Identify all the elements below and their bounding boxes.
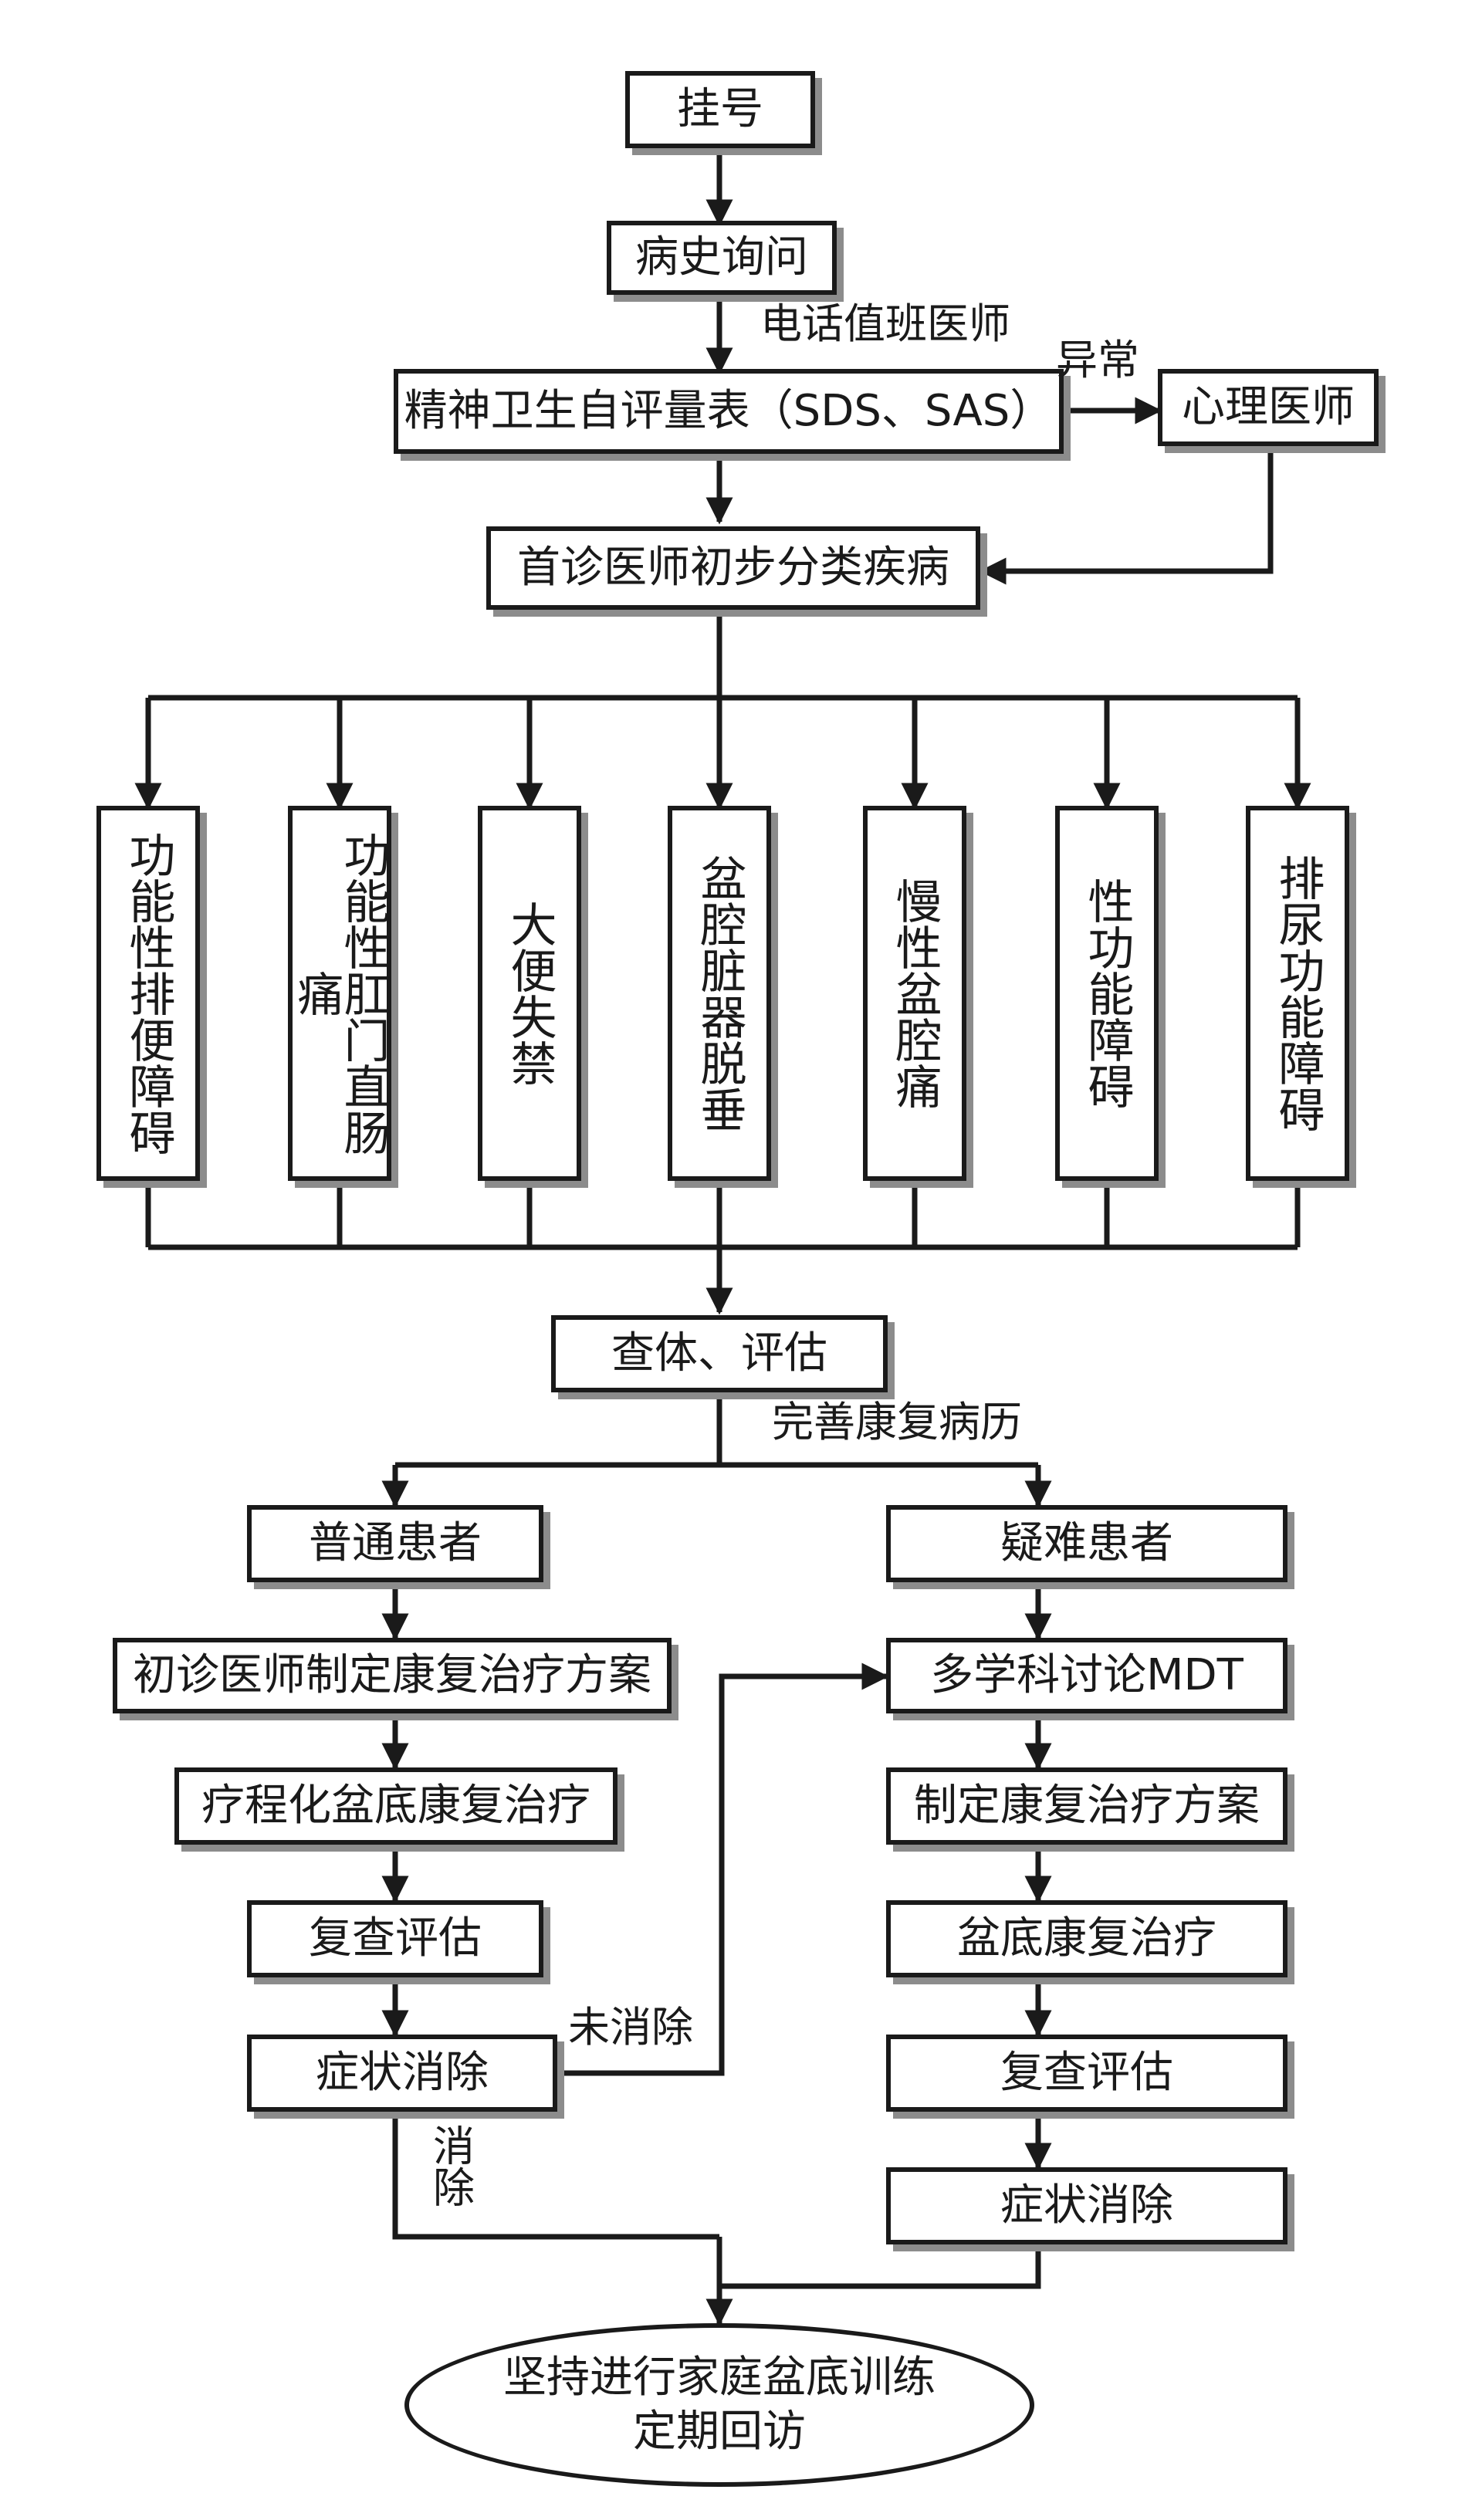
final-home-training-ellipse: 坚持进行家庭盆底训练 定期回访 — [404, 2323, 1034, 2487]
left-step-treatment-plan: 初诊医师制定康复治疗方案 — [113, 1638, 672, 1713]
self-assessment-box: 精神卫生自评量表（SDS、SAS） — [394, 369, 1064, 454]
right-step-pelvic-therapy: 盆底康复治疗 — [886, 1900, 1287, 1977]
edge-right-resolved-to-final — [719, 2244, 1041, 2289]
final-line-2: 定期回访 — [633, 2407, 806, 2457]
label-resolved: 消除 — [425, 2124, 475, 2207]
label-on-call-doctor: 电话值班医师 — [760, 299, 1010, 348]
exam-assessment-box: 查体、评估 — [551, 1315, 888, 1392]
difficult-patient-box: 疑难患者 — [886, 1505, 1287, 1582]
label-not-resolved: 未消除 — [568, 2003, 693, 2052]
label-abnormal: 异常 — [1056, 336, 1139, 384]
right-step-symptoms-resolved: 症状消除 — [886, 2167, 1287, 2244]
history-box: 病史询问 — [607, 221, 837, 295]
right-step-reevaluation: 复查评估 — [886, 2035, 1287, 2112]
category-functional-defecation: 功能性排便障碍 — [96, 806, 200, 1181]
left-step-course-therapy: 疗程化盆底康复治疗 — [174, 1767, 618, 1845]
left-step-symptoms-resolved: 症状消除 — [247, 2035, 557, 2112]
category-anorectal-pain: 功能性肛门直肠痛 — [288, 806, 391, 1181]
category-fecal-incontinence: 大便失禁 — [478, 806, 581, 1181]
psychologist-box: 心理医师 — [1158, 369, 1379, 446]
registration-box: 挂号 — [625, 71, 815, 148]
edge-left-resolved-to-final — [392, 2112, 719, 2240]
category-chronic-pelvic-pain: 慢性盆腔痛 — [863, 806, 966, 1181]
left-step-reevaluation: 复查评估 — [247, 1900, 543, 1977]
edge-psychologist-to-classification — [979, 446, 1274, 585]
label-complete-records: 完善康复病历 — [772, 1398, 1022, 1446]
edge-not-resolved-to-mdt — [557, 1663, 889, 2076]
category-urinary-dysfunction: 排尿功能障碍 — [1246, 806, 1349, 1181]
common-patient-box: 普通患者 — [247, 1505, 543, 1582]
initial-classification-box: 首诊医师初步分类疾病 — [486, 526, 980, 610]
category-pelvic-organ-prolapse: 盆腔脏器脱垂 — [668, 806, 771, 1181]
right-step-mdt: 多学科讨论MDT — [886, 1638, 1287, 1713]
category-sexual-dysfunction: 性功能障碍 — [1055, 806, 1159, 1181]
right-step-treatment-plan: 制定康复治疗方案 — [886, 1767, 1287, 1845]
final-line-1: 坚持进行家庭盆底训练 — [503, 2353, 936, 2403]
